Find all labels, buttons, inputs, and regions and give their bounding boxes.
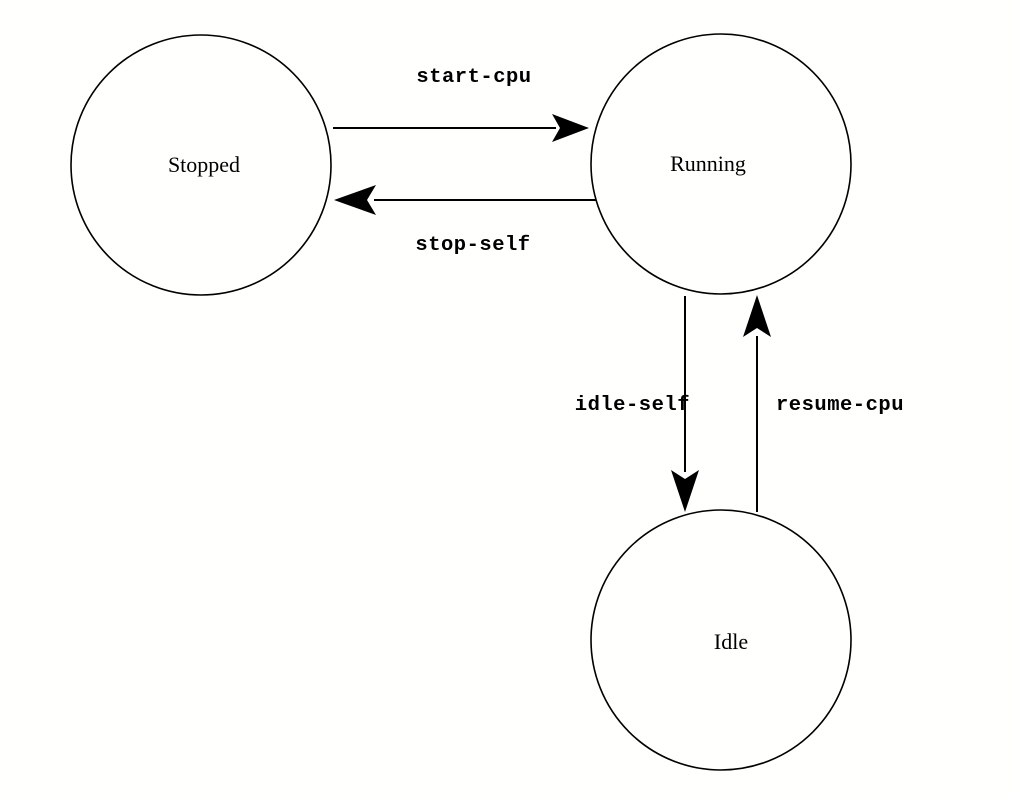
transition-resume-cpu-arrowhead — [743, 295, 771, 337]
transition-idle-self-label: idle-self — [575, 394, 690, 417]
state-node-idle[interactable]: Idle — [590, 509, 852, 771]
state-label-idle: Idle — [714, 629, 748, 654]
transition-stop-self: stop-self — [334, 185, 597, 257]
transition-start-cpu-arrowhead — [552, 114, 589, 142]
transition-idle-self-arrowhead — [671, 470, 699, 512]
transition-stop-self-label: stop-self — [415, 234, 530, 257]
state-node-running[interactable]: Running — [590, 33, 852, 295]
state-circle-idle[interactable] — [590, 509, 852, 771]
transition-idle-self: idle-self — [575, 296, 699, 512]
state-circle-stopped[interactable] — [70, 34, 332, 296]
transition-stop-self-arrowhead — [334, 185, 376, 215]
state-node-stopped[interactable]: Stopped — [70, 34, 332, 296]
transition-resume-cpu-label: resume-cpu — [776, 394, 904, 417]
state-label-running: Running — [670, 151, 746, 176]
state-label-stopped: Stopped — [168, 152, 240, 177]
transition-start-cpu: start-cpu — [333, 66, 589, 142]
transition-resume-cpu: resume-cpu — [743, 295, 904, 512]
transition-start-cpu-label: start-cpu — [416, 66, 531, 89]
state-circle-running[interactable] — [590, 33, 852, 295]
